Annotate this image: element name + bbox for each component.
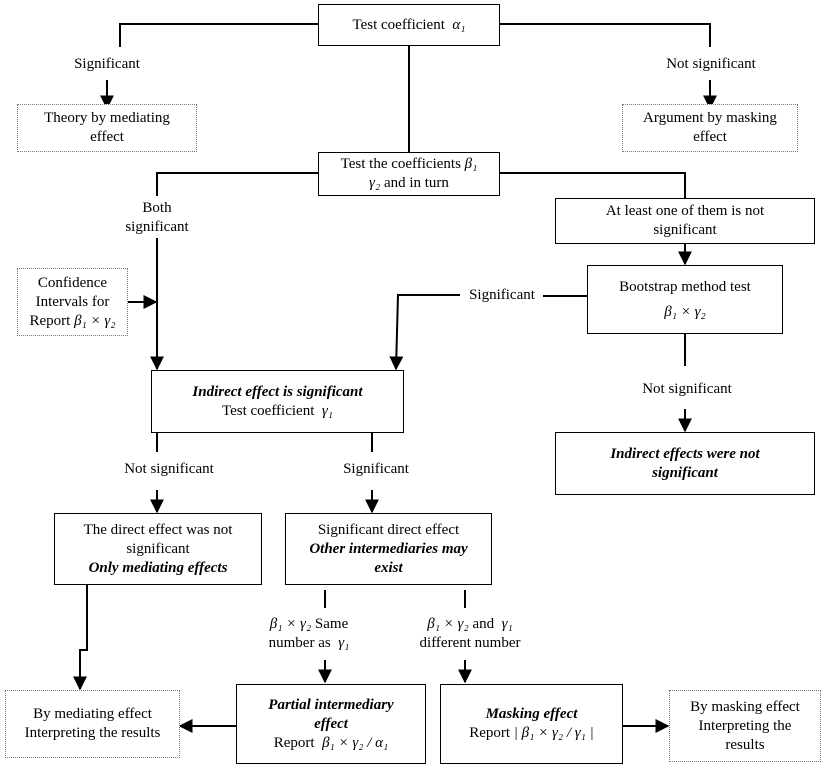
indirect-significant-box: Indirect effect is significant Test coef… [151, 370, 404, 433]
label-significant-alpha: Significant [74, 56, 140, 72]
masking-effect-box: Masking effect Report | β₁ × γ₂ / γ₁ | [440, 684, 623, 764]
indirect-not-significant-box: Indirect effects were not significant [555, 432, 815, 495]
label-both-significant: Both significant [125, 200, 189, 235]
label-not-significant-bootstrap: Not significant [642, 381, 732, 397]
label-significant-gamma: Significant [343, 461, 409, 477]
wire-alpha-left [119, 23, 318, 47]
wire-alpha-right [500, 23, 711, 47]
wire-beta-left [156, 172, 318, 196]
masking-results-box: By masking effect Interpreting the resul… [669, 690, 821, 762]
test-beta-gamma-box: Test the coefficients β₁ γ₂ and in turn [318, 152, 500, 196]
label-not-significant-gamma: Not significant [124, 461, 214, 477]
label-not-significant-alpha: Not significant [666, 56, 756, 72]
argument-masking-box: Argument by masking effect [622, 104, 798, 152]
theory-mediating-box: Theory by mediating effect [17, 104, 197, 152]
direct-not-significant-box: The direct effect was not significant On… [54, 513, 262, 585]
bootstrap-box: Bootstrap method test β₁ × γ₂ [587, 265, 783, 334]
wire-significant-to-indirect [389, 294, 460, 371]
label-significant-bootstrap: Significant [469, 287, 535, 303]
wire-beta-right [500, 172, 686, 198]
mediating-results-box: By mediating effect Interpreting the res… [5, 690, 180, 758]
at-least-one-box: At least one of them is not significant [555, 198, 815, 244]
wire-direct-not-to-results [73, 585, 88, 691]
partial-intermediary-box: Partial intermediary effect Report β₁ × … [236, 684, 426, 764]
label-different-number: β₁ × γ₂ and γ₁ different number [419, 616, 521, 651]
label-same-number: β₁ × γ₂ Same number as γ₁ [268, 616, 350, 651]
test-alpha-box: Test coefficient α₁ [318, 4, 500, 46]
confidence-intervals-box: Confidence Intervals for Report β₁ × γ₂ [17, 268, 128, 336]
direct-significant-box: Significant direct effect Other intermed… [285, 513, 492, 585]
